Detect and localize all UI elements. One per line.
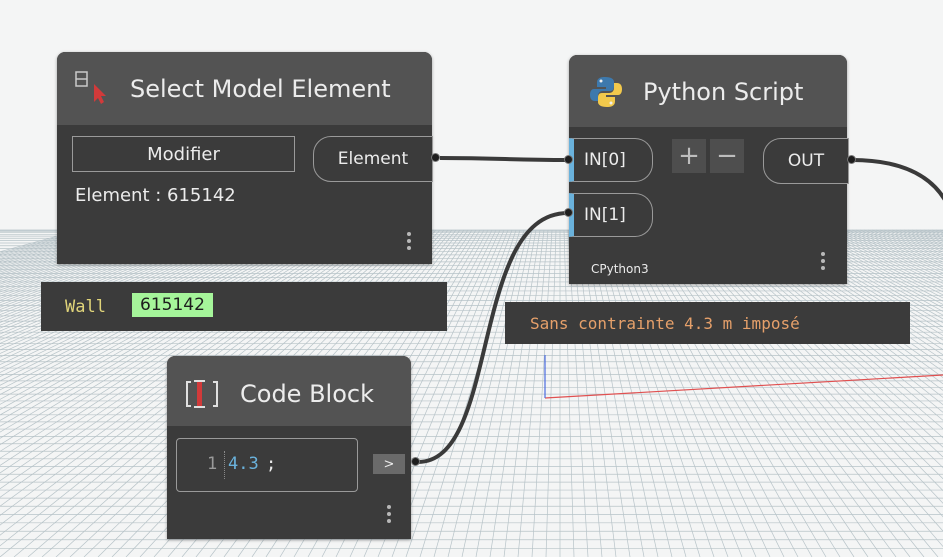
- port-label: IN[0]: [584, 150, 626, 170]
- select-model-element-node[interactable]: Select Model Element Modifier Element El…: [57, 52, 433, 264]
- output-port-code[interactable]: >: [373, 454, 405, 474]
- output-port-element-dot[interactable]: [431, 153, 440, 162]
- line-number: 1: [207, 454, 218, 474]
- python-script-node[interactable]: Python Script IN[0] IN[1] + − OUT CPytho…: [569, 55, 849, 284]
- x-axis-line: [544, 374, 943, 399]
- kebab-menu-icon[interactable]: [386, 505, 392, 527]
- code-block-icon: [185, 380, 221, 408]
- output-port-code-dot[interactable]: [411, 457, 420, 466]
- code-editor[interactable]: 1 4.3 ;: [176, 438, 358, 492]
- output-port-out-dot[interactable]: [847, 155, 856, 164]
- input-port-in1-dot[interactable]: [564, 208, 573, 217]
- output-port-out[interactable]: OUT: [763, 138, 849, 184]
- node-title: Python Script: [643, 78, 804, 106]
- port-label: Element: [337, 149, 409, 169]
- modify-button[interactable]: Modifier: [72, 136, 295, 172]
- code-block-node[interactable]: Code Block 1 4.3 ; >: [167, 356, 411, 539]
- node-header[interactable]: Code Block: [167, 356, 411, 426]
- input-port-in0[interactable]: IN[0]: [569, 138, 653, 182]
- select-element-icon: [74, 70, 106, 104]
- remove-input-button[interactable]: −: [710, 139, 744, 173]
- node-title: Code Block: [240, 380, 374, 408]
- node-header[interactable]: Python Script: [569, 55, 847, 127]
- select-node-preview: Wall 615142: [41, 282, 447, 331]
- python-icon: [589, 75, 623, 109]
- engine-label: CPython3: [591, 262, 649, 276]
- kebab-menu-icon[interactable]: [406, 232, 412, 254]
- code-value: 4.3: [228, 454, 259, 474]
- port-label: IN[1]: [584, 205, 626, 225]
- python-node-preview: Sans contrainte 4.3 m imposé: [505, 302, 910, 344]
- port-label: OUT: [787, 151, 825, 171]
- add-input-button[interactable]: +: [672, 139, 706, 173]
- node-title: Select Model Element: [130, 75, 391, 103]
- preview-type: Wall: [65, 297, 106, 317]
- kebab-menu-icon[interactable]: [820, 252, 826, 274]
- input-port-in0-dot[interactable]: [564, 155, 573, 164]
- line-gutter-divider: [224, 451, 225, 479]
- input-port-in1[interactable]: IN[1]: [569, 193, 653, 237]
- preview-id-badge: 615142: [132, 293, 213, 317]
- code-terminator: ;: [266, 454, 277, 474]
- preview-text: Sans contrainte 4.3 m imposé: [530, 314, 800, 333]
- node-header[interactable]: Select Model Element: [57, 52, 432, 125]
- output-port-element[interactable]: Element: [313, 136, 433, 182]
- element-info: Element : 615142: [75, 185, 236, 206]
